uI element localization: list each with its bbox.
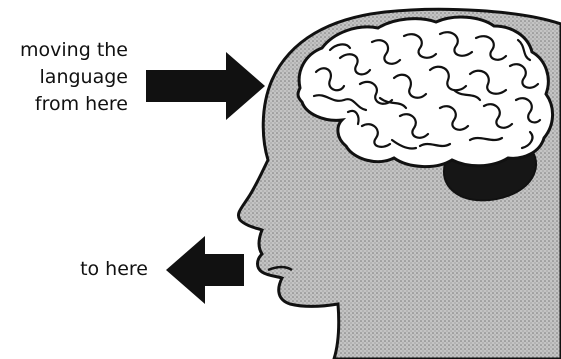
arrow-right-icon [146,52,265,120]
brain-folds [312,31,542,150]
destination-label: to here [40,256,148,283]
destination-label-text: to here [80,258,148,280]
source-label-line-2: language [39,66,128,88]
arrow-left-icon [166,236,244,304]
brain-icon [296,15,554,169]
source-label: moving the language from here [0,37,128,118]
source-label-line-3: from here [34,93,128,115]
source-label-line-1: moving the [20,39,128,61]
mouth-line [267,265,293,272]
